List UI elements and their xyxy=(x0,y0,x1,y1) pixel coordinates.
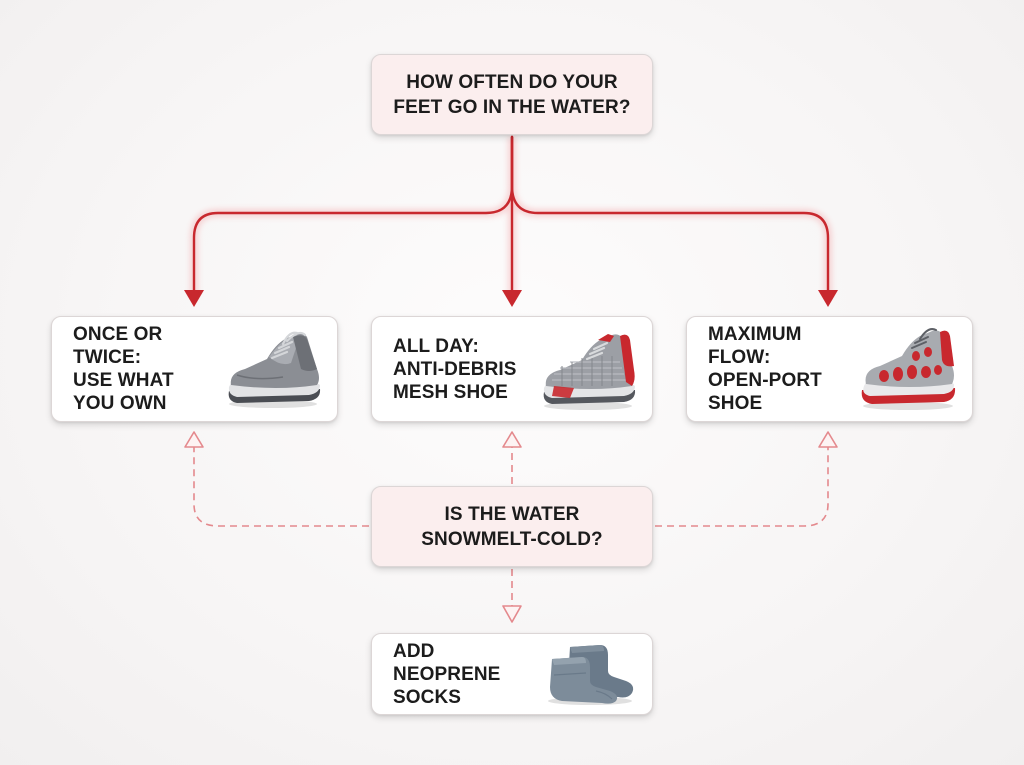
arrowhead-down-right xyxy=(818,290,838,307)
question-water-frequency: HOW OFTEN DO YOUR FEET GO IN THE WATER? xyxy=(371,54,653,135)
option-once-or-twice: ONCE OR TWICE: USE WHAT YOU OWN xyxy=(51,316,338,422)
question-snowmelt-cold-text: IS THE WATER SNOWMELT-COLD? xyxy=(421,502,603,552)
option-once-or-twice-text: ONCE OR TWICE: USE WHAT YOU OWN xyxy=(73,323,225,415)
option-add-neoprene-socks-text: ADD NEOPRENE SOCKS xyxy=(393,640,538,709)
hollow-arrowhead-up-right xyxy=(818,431,838,448)
option-all-day: ALL DAY: ANTI-DEBRIS MESH SHOE xyxy=(371,316,653,422)
option-line: MAXIMUM FLOW: xyxy=(708,324,802,368)
gray-sneaker-icon xyxy=(228,331,321,408)
option-line: ALL DAY: xyxy=(393,335,479,357)
option-line: YOU OWN xyxy=(73,393,167,414)
question-line: SNOWMELT-COLD? xyxy=(421,528,603,550)
option-all-day-text: ALL DAY: ANTI-DEBRIS MESH SHOE xyxy=(393,335,517,404)
open-port-shoe-icon xyxy=(861,328,956,410)
option-maximum-flow-text: MAXIMUM FLOW: OPEN-PORT SHOE xyxy=(708,323,858,415)
arrowhead-down-center xyxy=(502,290,522,307)
dashed-to-option-max-flow xyxy=(655,446,829,527)
secondary-arrows xyxy=(193,446,829,608)
option-line: MESH SHOE xyxy=(393,381,508,403)
question-snowmelt-cold: IS THE WATER SNOWMELT-COLD? xyxy=(371,486,653,567)
option-line: ANTI-DEBRIS xyxy=(393,358,517,380)
question-line: HOW OFTEN DO YOUR xyxy=(406,71,618,93)
mesh-water-shoe-icon xyxy=(543,334,636,410)
question-water-frequency-text: HOW OFTEN DO YOUR FEET GO IN THE WATER? xyxy=(393,70,630,120)
primary-arrows xyxy=(192,135,830,298)
option-line: SOCKS xyxy=(393,686,462,708)
arrow-to-option-max-flow xyxy=(510,135,830,298)
hollow-arrowhead-down-add-on xyxy=(502,605,522,623)
option-line: USE WHAT xyxy=(73,370,174,391)
option-maximum-flow: MAXIMUM FLOW: OPEN-PORT SHOE xyxy=(686,316,973,422)
hollow-arrowhead-up-left xyxy=(184,431,204,448)
option-line: ADD NEOPRENE xyxy=(393,640,501,685)
primary-arrowheads xyxy=(184,290,838,307)
option-line: ONCE OR TWICE: xyxy=(73,324,163,368)
arrow-to-option-once xyxy=(192,135,514,298)
arrowhead-down-left xyxy=(184,290,204,307)
option-add-neoprene-socks: ADD NEOPRENE SOCKS xyxy=(371,633,653,715)
option-line: OPEN-PORT xyxy=(708,370,822,391)
hollow-arrowhead-up-center xyxy=(502,431,522,448)
option-line: SHOE xyxy=(708,393,763,414)
dashed-to-option-once xyxy=(193,446,369,527)
neoprene-socks-icon xyxy=(548,645,634,705)
question-line: IS THE WATER xyxy=(444,503,580,525)
secondary-arrowheads xyxy=(184,431,838,623)
question-line: FEET GO IN THE WATER? xyxy=(393,96,631,118)
